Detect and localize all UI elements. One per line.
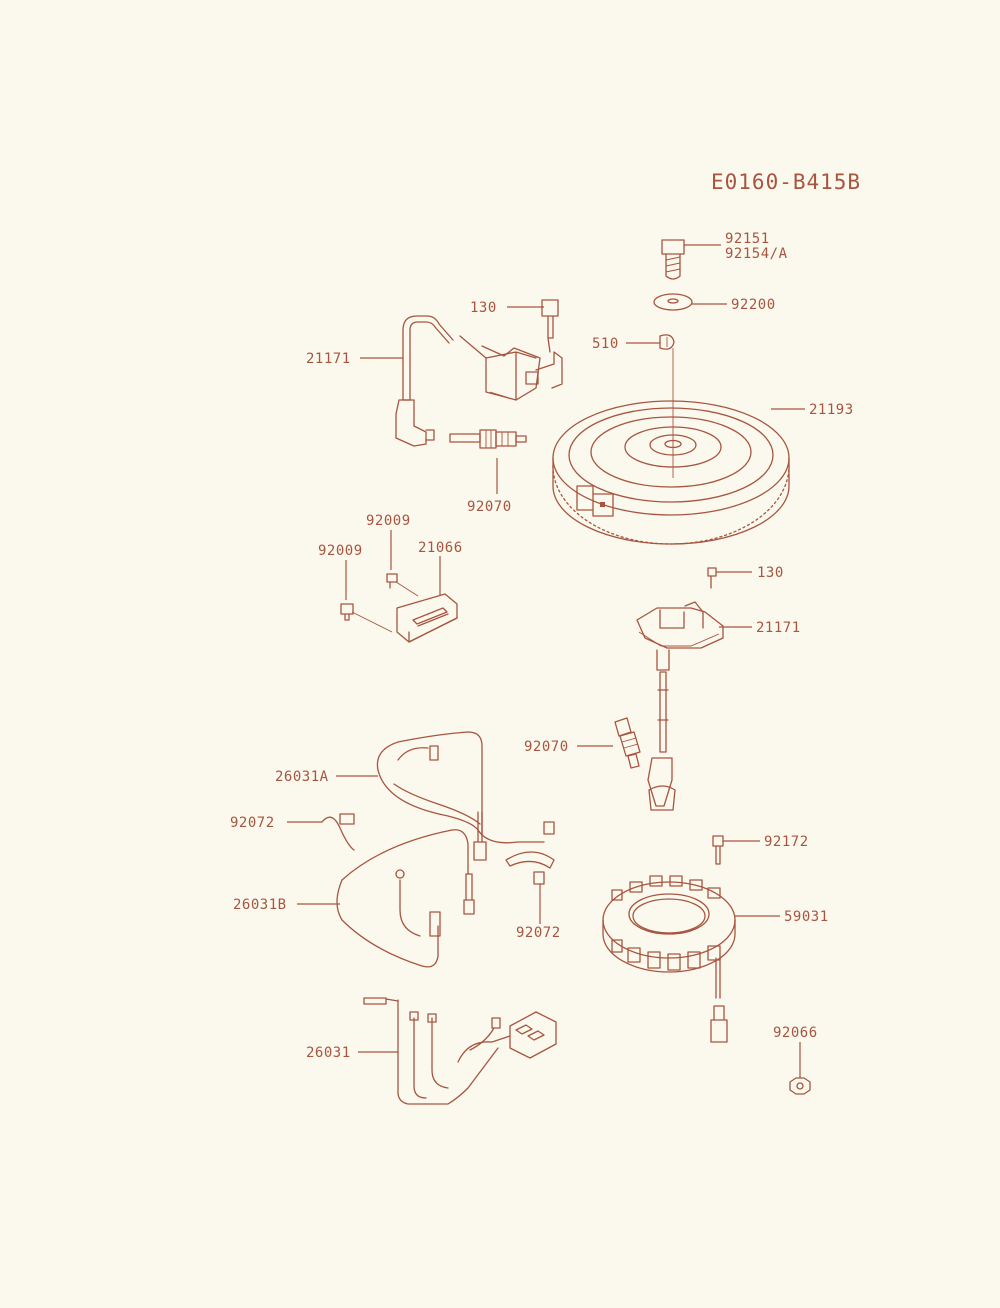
flywheel-washer-drawing	[653, 293, 693, 311]
label-21171-mid: 21171	[756, 620, 801, 636]
stator-drawing	[602, 835, 736, 1043]
label-21171-top: 21171	[306, 351, 351, 367]
flywheel-key-drawing	[659, 334, 675, 350]
label-92151: 92151	[725, 231, 770, 247]
module-21066-drawing	[340, 573, 458, 643]
label-92172: 92172	[764, 834, 809, 850]
label-92072-left: 92072	[230, 815, 275, 831]
spark-plug-mid-drawing	[614, 717, 641, 769]
label-26031b: 26031B	[233, 897, 287, 913]
label-92009-lower: 92009	[318, 543, 363, 559]
diagram-code: E0160-B415B	[711, 170, 861, 194]
label-92200: 92200	[731, 297, 776, 313]
label-130-top: 130	[470, 300, 497, 316]
label-21066: 21066	[418, 540, 463, 556]
label-92066: 92066	[773, 1025, 818, 1041]
label-92070-mid: 92070	[524, 739, 569, 755]
flywheel-bolt-drawing	[661, 239, 685, 280]
label-510: 510	[592, 336, 619, 352]
label-59031: 59031	[784, 909, 829, 925]
label-92072-right: 92072	[516, 925, 561, 941]
label-92009-upper: 92009	[366, 513, 411, 529]
harness-26031a-drawing	[376, 731, 555, 861]
spark-plug-top-drawing	[449, 429, 527, 449]
nut-92066-drawing	[789, 1077, 811, 1095]
flywheel-drawing	[552, 400, 790, 545]
leader-lines	[287, 244, 805, 1078]
ignition-coil-top-drawing	[395, 299, 563, 447]
label-21193: 21193	[809, 402, 854, 418]
harness-26031-drawing	[363, 997, 557, 1105]
label-130-mid: 130	[757, 565, 784, 581]
label-26031a: 26031A	[275, 769, 329, 785]
ignition-coil-right-drawing	[636, 567, 724, 811]
label-26031: 26031	[306, 1045, 351, 1061]
harness-26031b-drawing	[336, 829, 475, 968]
label-92070-top: 92070	[467, 499, 512, 515]
clip-92072-right-drawing	[505, 851, 555, 885]
label-92154a: 92154/A	[725, 246, 788, 262]
clip-92072-left-drawing	[321, 813, 355, 851]
